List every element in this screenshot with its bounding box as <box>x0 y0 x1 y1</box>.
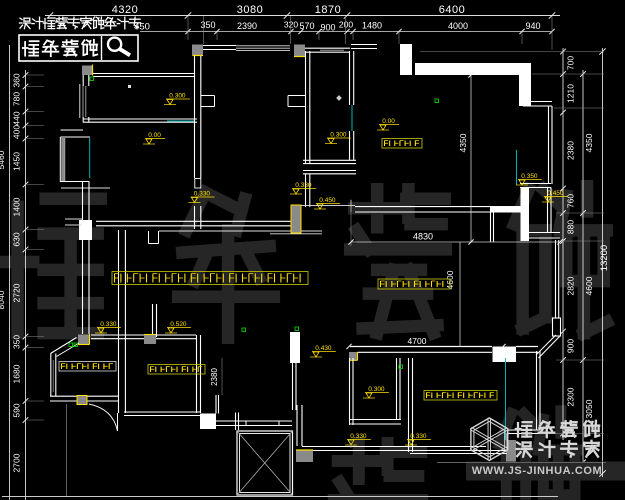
svg-text:4600: 4600 <box>584 276 594 295</box>
svg-text:200: 200 <box>339 20 353 30</box>
svg-text:350: 350 <box>200 20 215 30</box>
svg-text:2720: 2720 <box>12 283 22 302</box>
svg-text:0.330: 0.330 <box>100 321 117 328</box>
svg-text:0.330: 0.330 <box>410 433 427 440</box>
svg-text:4000: 4000 <box>448 21 468 31</box>
svg-text:0.300: 0.300 <box>330 132 347 139</box>
svg-text:0.300: 0.300 <box>368 386 385 393</box>
svg-text:0.350: 0.350 <box>521 173 538 180</box>
svg-text:780: 780 <box>12 92 22 106</box>
svg-text:2700: 2700 <box>12 453 22 472</box>
svg-text:4350: 4350 <box>458 133 468 152</box>
svg-text:400: 400 <box>12 125 22 139</box>
svg-text:0.300: 0.300 <box>169 93 186 100</box>
svg-text:13200: 13200 <box>599 245 610 271</box>
svg-text:320: 320 <box>284 20 298 30</box>
svg-text:880: 880 <box>566 220 576 234</box>
svg-text:900: 900 <box>320 23 335 33</box>
svg-text:4700: 4700 <box>408 336 427 346</box>
svg-text:5460: 5460 <box>0 150 6 169</box>
svg-text:2380: 2380 <box>566 141 576 160</box>
svg-text:1210: 1210 <box>566 84 576 103</box>
svg-text:900: 900 <box>566 339 576 353</box>
svg-text:940: 940 <box>525 21 540 31</box>
svg-text:1400: 1400 <box>12 197 22 216</box>
svg-text:1680: 1680 <box>12 364 22 383</box>
svg-text:700: 700 <box>566 56 576 70</box>
svg-text:0.00: 0.00 <box>148 132 161 139</box>
svg-text:0.450: 0.450 <box>319 197 336 204</box>
svg-text:8040: 8040 <box>0 290 6 309</box>
svg-text:1480: 1480 <box>362 21 382 31</box>
svg-text:0.330: 0.330 <box>350 433 367 440</box>
svg-text:1870: 1870 <box>315 4 341 16</box>
svg-text:0.330: 0.330 <box>194 191 211 198</box>
svg-text:0.00: 0.00 <box>382 118 395 125</box>
svg-text:0.430: 0.430 <box>315 345 332 352</box>
svg-text:WWW.JS-JINHUA.COM: WWW.JS-JINHUA.COM <box>472 465 603 477</box>
svg-text:1450: 1450 <box>12 152 22 171</box>
svg-text:590: 590 <box>12 403 22 417</box>
svg-text:3080: 3080 <box>237 4 263 16</box>
svg-text:3050: 3050 <box>584 399 594 418</box>
svg-text:2820: 2820 <box>566 276 576 295</box>
svg-text:0.450: 0.450 <box>547 190 564 197</box>
svg-text:4320: 4320 <box>112 4 138 16</box>
svg-text:760: 760 <box>566 194 576 208</box>
svg-text:2380: 2380 <box>210 368 219 386</box>
svg-text:570: 570 <box>299 21 314 31</box>
svg-text:0.330: 0.330 <box>295 182 312 189</box>
svg-text:350: 350 <box>12 335 22 349</box>
svg-text:360: 360 <box>12 73 22 87</box>
svg-text:2390: 2390 <box>237 21 257 31</box>
svg-text:2300: 2300 <box>566 387 576 406</box>
svg-text:0.520: 0.520 <box>170 321 187 328</box>
svg-text:6400: 6400 <box>439 4 465 16</box>
svg-text:4350: 4350 <box>584 133 594 152</box>
svg-text:450: 450 <box>134 22 150 33</box>
svg-text:630: 630 <box>12 232 22 246</box>
svg-text:4830: 4830 <box>413 232 433 242</box>
svg-text:440: 440 <box>12 111 22 125</box>
